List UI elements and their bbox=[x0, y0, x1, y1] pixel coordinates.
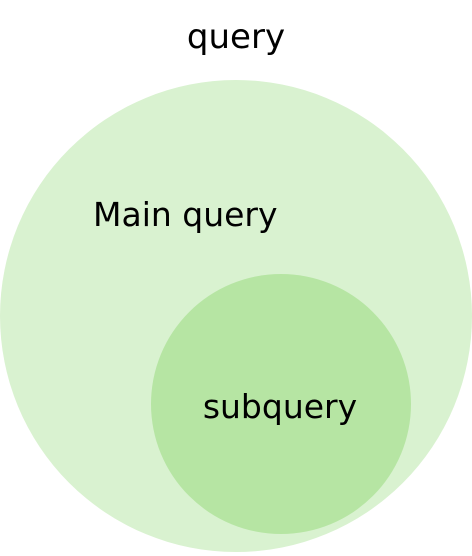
subquery-circle bbox=[151, 274, 411, 534]
main-query-label: Main query bbox=[93, 195, 278, 234]
query-label: query bbox=[186, 17, 286, 57]
subquery-label: subquery bbox=[202, 387, 358, 426]
